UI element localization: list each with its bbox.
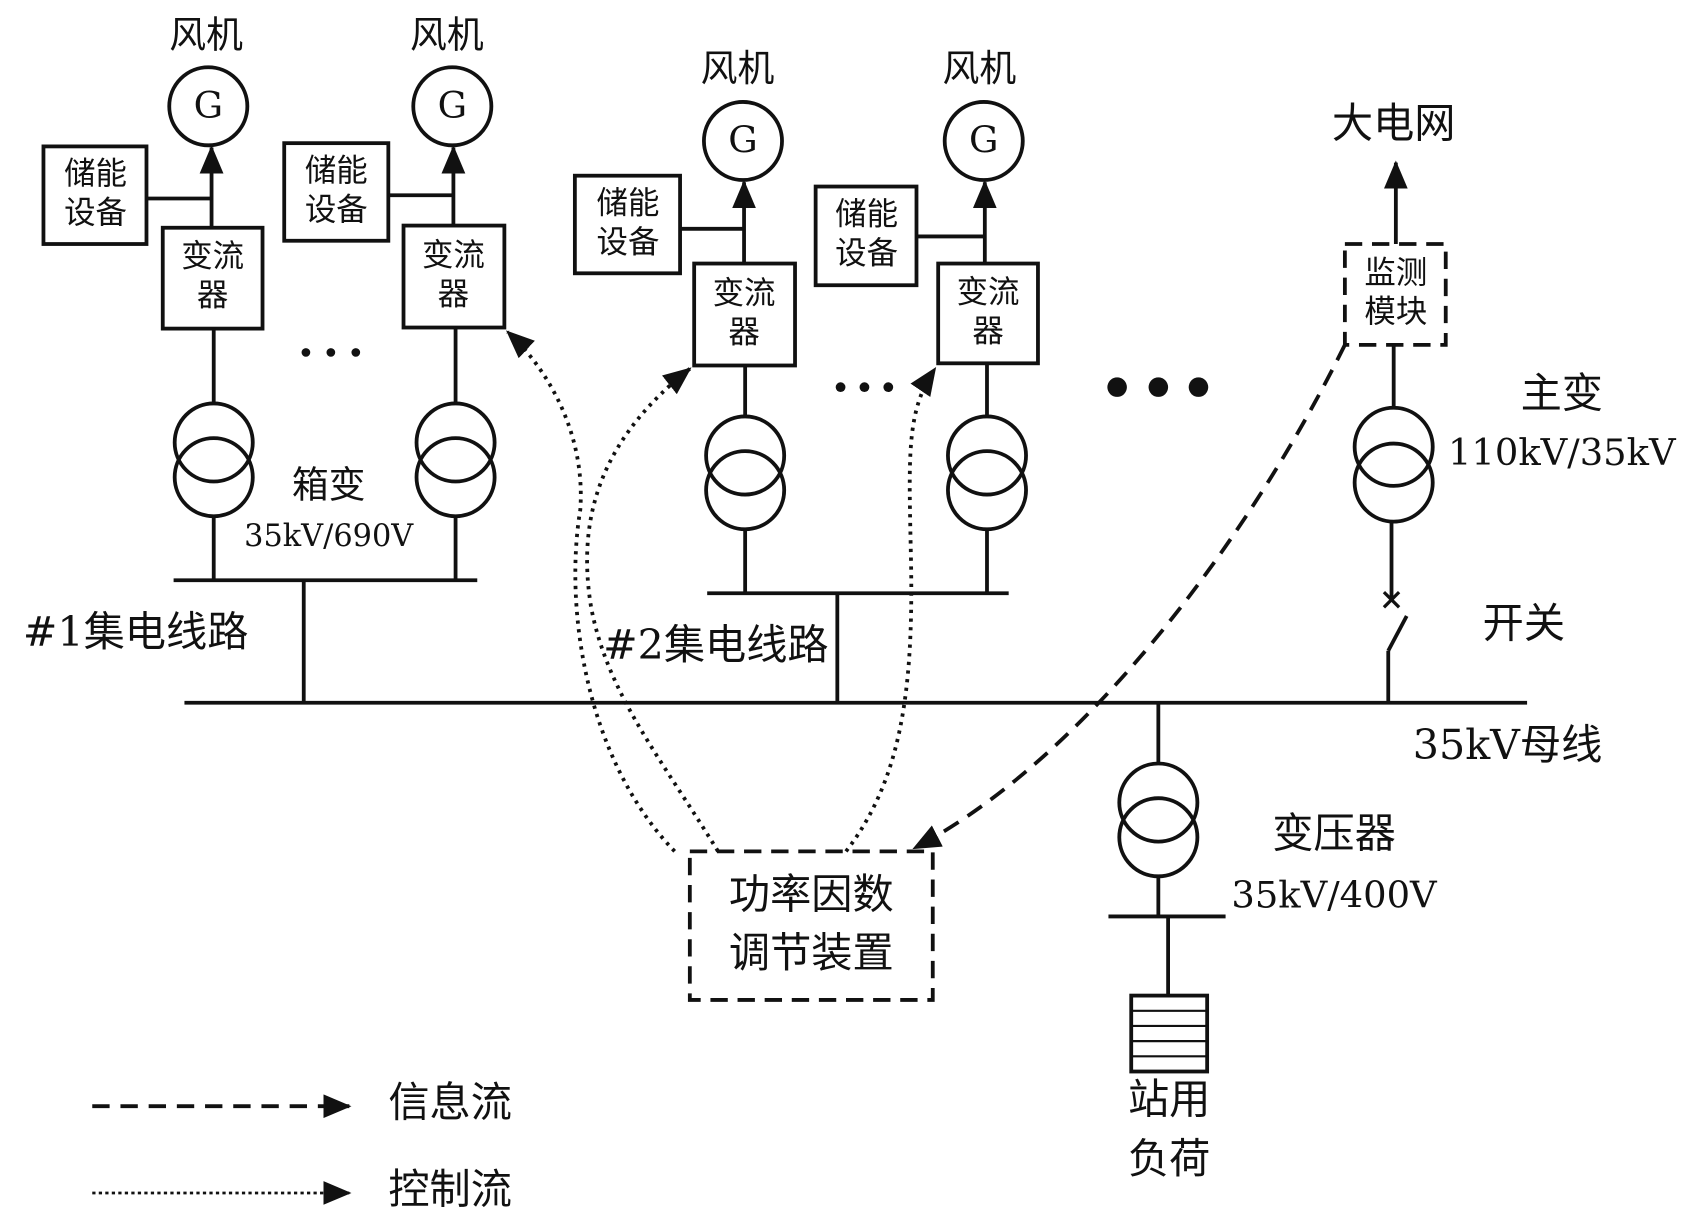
station-load-label: 站用 <box>1128 1075 1210 1123</box>
info-flow-arrow <box>914 345 1345 848</box>
switch-label: 开关 <box>1483 599 1565 647</box>
box-transformer-rating: 35kV/690V <box>244 519 414 554</box>
legend: 信息流 控制流 <box>92 1079 512 1214</box>
generator-symbol: G <box>194 84 223 127</box>
converter-label: 器 <box>972 313 1003 349</box>
station-transformer-icon <box>1119 764 1197 842</box>
control-flow-arrow-2 <box>587 369 718 852</box>
generator-symbol: G <box>728 119 757 162</box>
storage-label: 设备 <box>835 235 898 271</box>
wind-unit-3: 风机 G 储能 设备 变流 器 <box>575 47 795 593</box>
pf-device-label: 功率因数 <box>729 870 894 918</box>
station-load-label: 负荷 <box>1128 1135 1210 1183</box>
storage-label: 设备 <box>305 192 368 228</box>
ellipsis-dots-1 <box>302 348 361 357</box>
wind-turbine-label: 风机 <box>701 47 775 90</box>
main-transformer-rating: 110kV/35kV <box>1448 431 1677 474</box>
transformer-icon <box>706 416 784 494</box>
monitor-label: 模块 <box>1364 294 1427 330</box>
converter-label: 器 <box>728 315 759 351</box>
switch-icon <box>1384 592 1407 703</box>
storage-label: 设备 <box>597 225 660 261</box>
main-transformer-label: 主变 <box>1521 369 1603 417</box>
legend-info-flow-label: 信息流 <box>388 1079 512 1127</box>
main-transformer-icon <box>1355 408 1433 486</box>
generator-symbol: G <box>969 119 998 162</box>
storage-label: 储能 <box>835 196 898 232</box>
load-icon <box>1131 996 1207 1072</box>
feeder-2-label: #2集电线路 <box>603 621 829 669</box>
transformer-label: 变压器 <box>1272 810 1396 858</box>
box-transformer-label: 箱变 <box>292 464 366 507</box>
monitor-label: 监测 <box>1364 255 1427 291</box>
wind-turbine-label: 风机 <box>169 13 243 56</box>
control-flow-arrow-3 <box>846 369 935 852</box>
grid-label: 大电网 <box>1332 99 1456 147</box>
wind-unit-1: 风机 G 储能 设备 变流 器 <box>43 13 262 580</box>
converter-label: 器 <box>438 277 469 313</box>
transformer-icon <box>175 403 253 481</box>
transformer-rating: 35kV/400V <box>1231 873 1438 916</box>
control-flow-arrow-1 <box>508 332 675 851</box>
storage-label: 储能 <box>597 185 660 221</box>
transformer-icon <box>417 403 495 481</box>
storage-label: 储能 <box>64 156 127 192</box>
converter-label: 变流 <box>957 274 1020 310</box>
feeder-1-label: #1集电线路 <box>23 608 249 656</box>
wind-turbine-label: 风机 <box>943 47 1017 90</box>
ellipsis-dots-3 <box>1107 377 1208 397</box>
converter-label: 变流 <box>713 275 776 311</box>
converter-label: 变流 <box>422 238 485 274</box>
storage-label: 设备 <box>64 195 127 231</box>
wind-unit-4: 风机 G 储能 设备 变流 器 <box>816 47 1038 593</box>
bus-label: 35kV母线 <box>1413 721 1603 769</box>
converter-label: 器 <box>197 278 228 314</box>
ellipsis-dots-2 <box>836 382 893 392</box>
transformer-icon <box>948 416 1026 494</box>
legend-control-flow-label: 控制流 <box>388 1165 512 1213</box>
generator-symbol: G <box>438 84 467 127</box>
wind-turbine-label: 风机 <box>410 13 484 56</box>
pf-device-label: 调节装置 <box>729 929 894 977</box>
converter-label: 变流 <box>181 239 244 275</box>
storage-label: 储能 <box>305 153 368 189</box>
